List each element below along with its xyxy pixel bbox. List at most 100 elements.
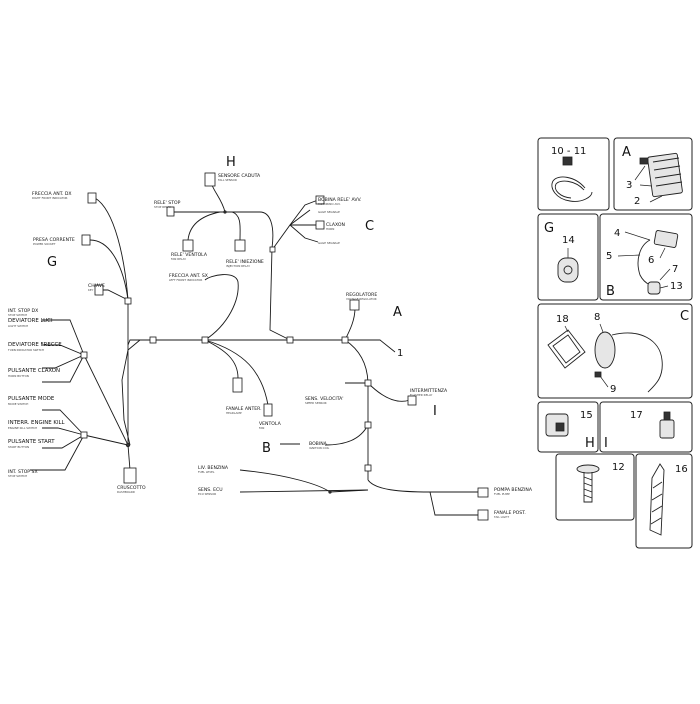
panel-a-num-2: 2 bbox=[634, 196, 640, 207]
wire-upper-branch bbox=[204, 274, 239, 341]
label-sensore-caduta: SENSORE CADUTA bbox=[218, 173, 261, 179]
hose-clamp-inner bbox=[554, 180, 585, 199]
label-liv-benzina: LIV. BENZINA bbox=[198, 465, 229, 471]
panel-b: B 4 5 6 7 13 bbox=[599, 213, 693, 301]
label-int-stop-dx: INT. STOP DX bbox=[8, 308, 38, 314]
sublabel-deviatore-frecce: TURN INDICATOR SWITCH bbox=[7, 348, 44, 352]
splice-dot-lower bbox=[328, 490, 332, 494]
wire-fanale-anter bbox=[204, 339, 239, 379]
junction-trunk-b bbox=[201, 336, 209, 344]
splice-dot-dash bbox=[125, 442, 131, 448]
spark-cap-icon bbox=[647, 281, 661, 295]
wire-cruscotto bbox=[127, 444, 131, 471]
label-deviatore-luci: DEVIATORE LUCI bbox=[8, 318, 53, 324]
connector-rele-iniezione bbox=[234, 239, 246, 252]
panel-16-number: 16 bbox=[675, 464, 688, 475]
panel-b-letter: B bbox=[606, 284, 615, 299]
panel-10-11-number: 10 - 11 bbox=[551, 146, 586, 157]
wire-switch-group-b bbox=[42, 354, 85, 369]
sublabel-sensore-caduta: FALL SENSOR bbox=[218, 178, 237, 182]
junction-right-a bbox=[364, 379, 372, 387]
sublabel-pulsante-start: START BUTTON bbox=[8, 445, 29, 449]
screw-head-icon bbox=[576, 464, 600, 474]
panel-c-num-8: 8 bbox=[594, 312, 600, 323]
horn-bracket-icon bbox=[611, 332, 663, 393]
sublabel-fanale-post: TAIL LIGHT bbox=[493, 515, 509, 519]
label-fanale-anter: FANALE ANTER. bbox=[226, 406, 262, 412]
wire-mode-group bbox=[42, 409, 85, 436]
label-interr-engine-kill: INTERR. ENGINE KILL bbox=[8, 420, 65, 426]
regulator-bolt-icon bbox=[639, 157, 649, 165]
panel-i: 17 I bbox=[599, 401, 693, 453]
sublabel-deviatore-luci: LIGHT SWITCH bbox=[8, 324, 28, 328]
connector-bobina-rele bbox=[315, 195, 325, 205]
label-bobina: BOBINA bbox=[309, 441, 328, 447]
sublabel-sens-velocita: SPEED SENSOR bbox=[305, 401, 327, 405]
horn-gasket-icon bbox=[547, 329, 586, 369]
sublabel-rele-iniezione: INJECTION RELAY bbox=[226, 264, 250, 268]
fall-sensor-plug-icon bbox=[555, 422, 565, 432]
panel-i-frame bbox=[599, 401, 693, 453]
letter-h-harness: H bbox=[226, 155, 236, 170]
wire-freccia-dx bbox=[94, 197, 129, 301]
wire-mode-group-c bbox=[42, 434, 85, 449]
label-sens-velocita: SENS. VELOCITA' bbox=[305, 396, 344, 402]
connector-fanale-post bbox=[477, 509, 489, 521]
panel-g: G 14 bbox=[537, 213, 599, 301]
power-socket-icon bbox=[557, 257, 579, 283]
label-deviatore-frecce: DEVIATORE FRECCE bbox=[8, 342, 62, 348]
letter-i-harness: I bbox=[433, 404, 437, 419]
panel-c: C 18 8 9 bbox=[537, 303, 693, 399]
junction-right-c bbox=[364, 464, 372, 472]
label-rele-ventola: RELE' VENTOLA bbox=[171, 252, 208, 258]
connector-intermittenza bbox=[407, 395, 417, 406]
panel-c-num-18: 18 bbox=[556, 314, 569, 325]
sublabel-ventola: FAN bbox=[259, 426, 264, 430]
panel-b-num-13: 13 bbox=[670, 281, 683, 292]
horn-icon bbox=[594, 331, 616, 369]
panel-10-11: 10 - 11 bbox=[537, 137, 610, 211]
label-regolatore: REGOLATORE bbox=[346, 292, 377, 298]
label-claxon: CLAXON bbox=[326, 222, 345, 228]
connector-cruscotto bbox=[123, 467, 137, 484]
wire-regolatore bbox=[344, 307, 356, 341]
ignition-coil-icon bbox=[653, 230, 679, 248]
sublabel-presa-corrente: POWER SOCKET bbox=[33, 242, 56, 246]
panel-16: 16 bbox=[635, 453, 693, 549]
connector-ventola bbox=[263, 403, 273, 417]
connector-rele-stop bbox=[166, 206, 175, 217]
panel-h-num-15: 15 bbox=[580, 410, 593, 421]
connector-rele-ventola bbox=[182, 239, 194, 252]
letter-b-harness: B bbox=[262, 441, 271, 456]
label-pulsante-mode: PULSANTE MODE bbox=[8, 396, 55, 402]
sublabel-pulsante-mode: MODE SWITCH bbox=[8, 402, 28, 406]
horn-bolt-icon bbox=[594, 371, 602, 378]
label-chiave: CHIAVE bbox=[88, 283, 105, 289]
sublabel-sens-ecu: ECU SENSOR bbox=[198, 492, 216, 496]
sublabel-claxon: HORN bbox=[326, 227, 334, 231]
panel-b-num-5: 5 bbox=[606, 251, 612, 262]
label-pulsante-claxon: PULSANTE CLAXON bbox=[8, 368, 60, 374]
sublabel-freccia-ant-sx: LEFT FRONT INDICATOR bbox=[169, 278, 202, 282]
sublabel-bobina: IGNITION COIL bbox=[309, 446, 330, 450]
panel-b-num-6: 6 bbox=[648, 255, 654, 266]
letter-g-harness: G bbox=[47, 255, 57, 270]
wire-right-upper-fan bbox=[271, 209, 311, 251]
wire-rele-ventola bbox=[187, 211, 221, 241]
sublabel-bobina-rele-avv: MOTORINO AVV. bbox=[318, 202, 341, 206]
main-trunk-wire bbox=[127, 339, 396, 353]
label-sens-ecu: SENS. ECU bbox=[198, 487, 223, 493]
label-rele-stop: RELE' STOP bbox=[154, 200, 181, 206]
wire-switch-group-upper bbox=[42, 319, 85, 356]
connector-fanale-anter bbox=[232, 377, 243, 393]
label-bobina-rele-avv: BOBINA RELE' AVV. bbox=[318, 197, 362, 203]
label-freccia-ant-dx: FRECCIA ANT. DX bbox=[32, 191, 72, 197]
clamp-screw-icon bbox=[562, 156, 573, 166]
sublabel-intermittenza: FLASHER RELAY bbox=[410, 393, 433, 397]
connector-freccia-dx bbox=[87, 192, 97, 204]
sublabel-int-stop-sx: STOP SWITCH bbox=[8, 474, 27, 478]
wire-presa-corrente bbox=[89, 239, 129, 301]
panel-a-num-3: 3 bbox=[626, 180, 632, 191]
panel-g-num-14: 14 bbox=[562, 235, 575, 246]
